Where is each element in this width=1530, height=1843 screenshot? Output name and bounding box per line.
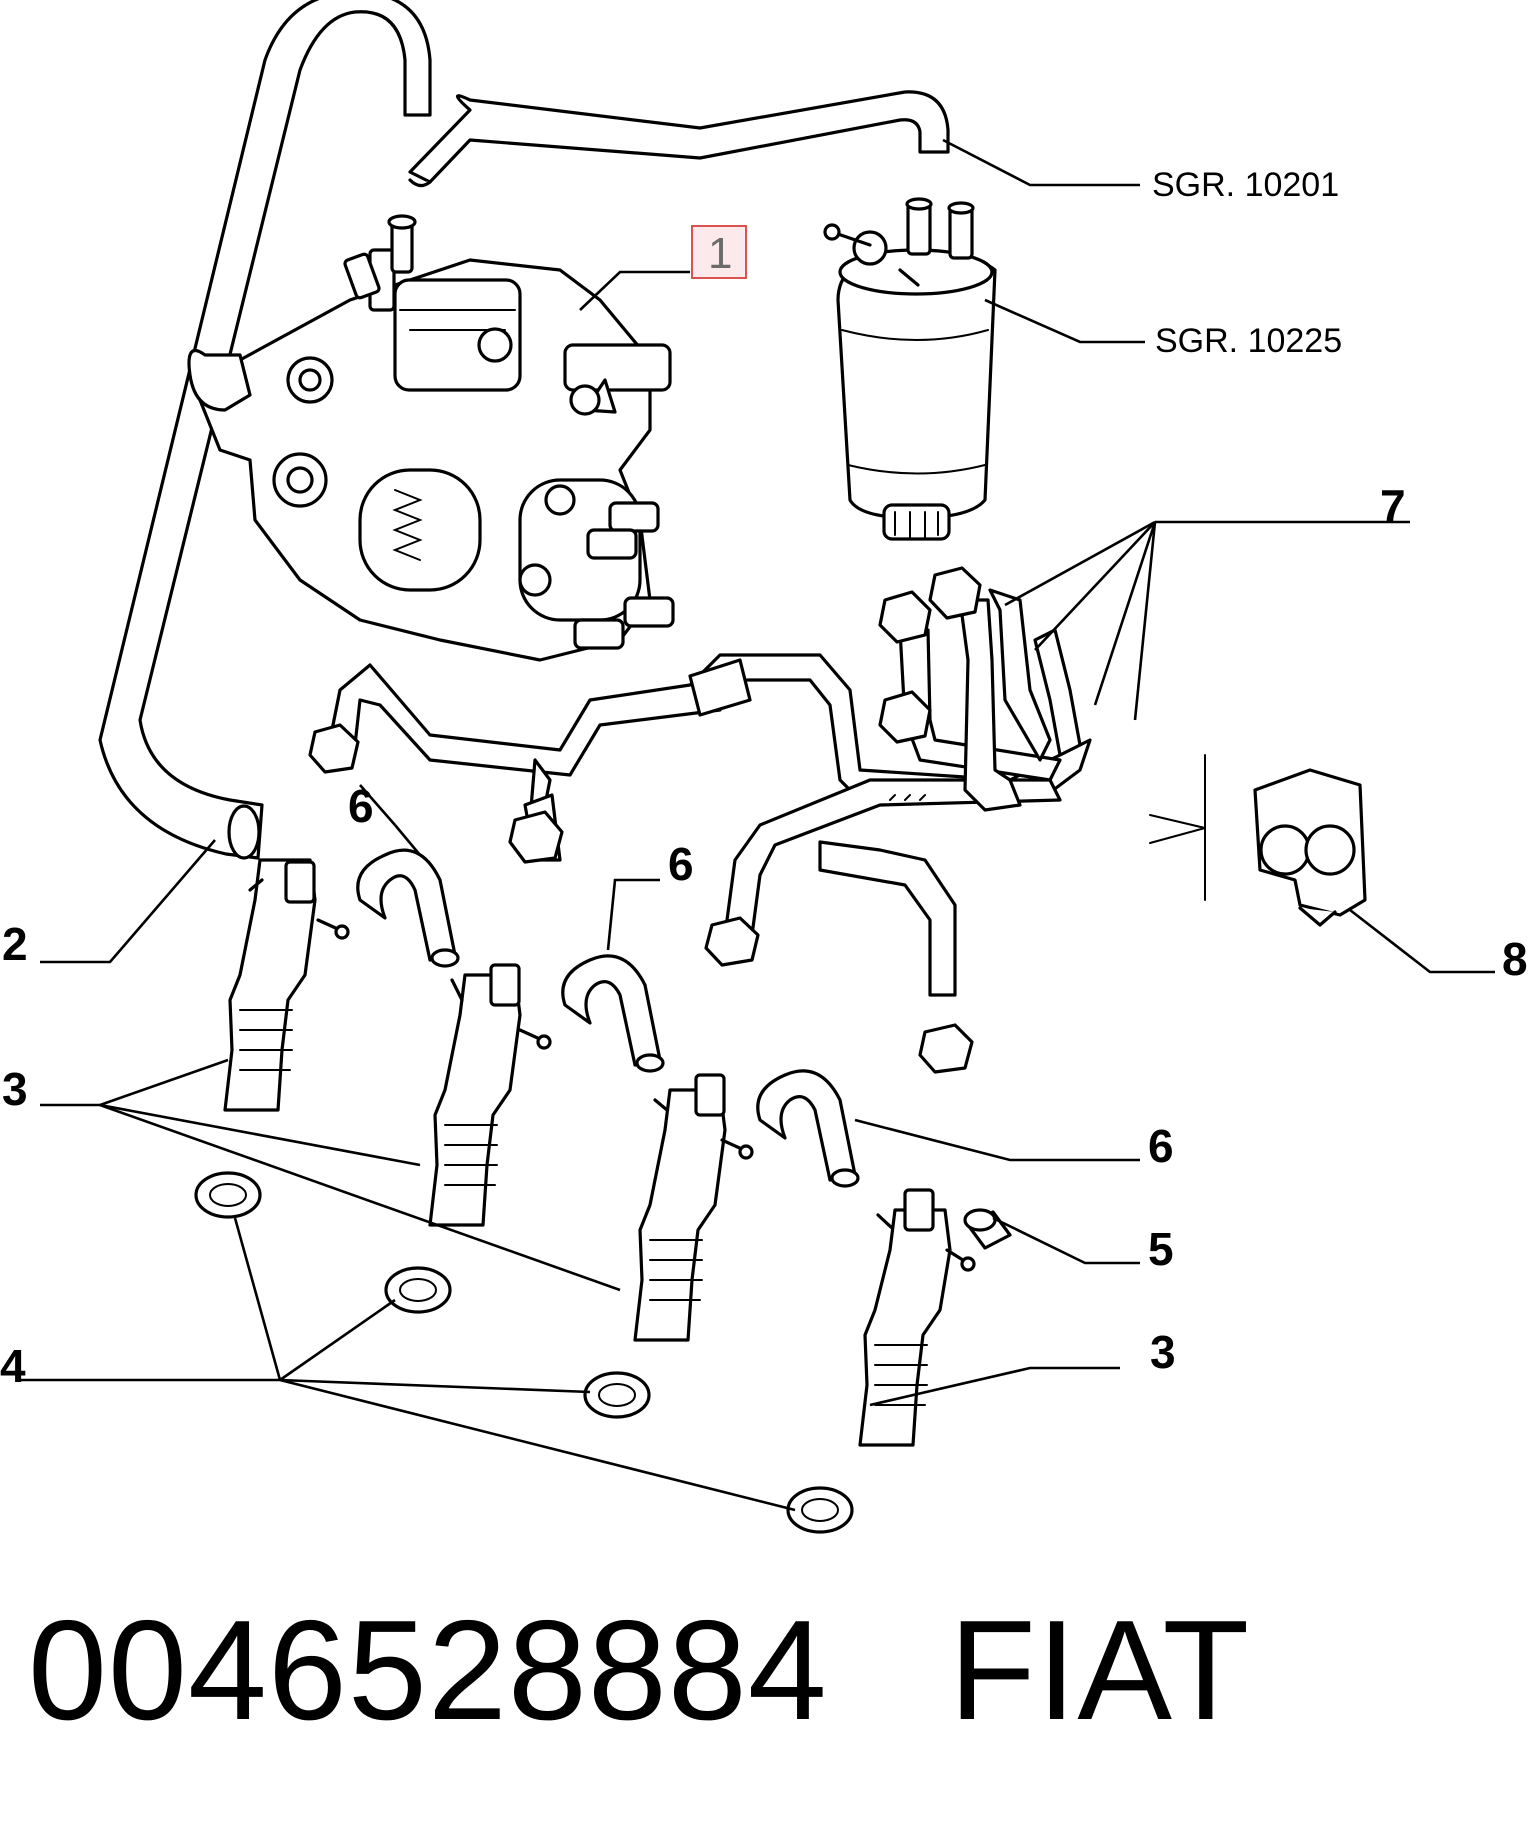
callout-6c: 6 <box>1148 1120 1174 1172</box>
callout-4: 4 <box>0 1340 26 1392</box>
leak-off-hose-1 <box>356 848 460 968</box>
callout-6a: 6 <box>348 780 374 832</box>
leader-lines <box>20 138 1495 1512</box>
callout-7: 7 <box>1380 480 1406 532</box>
pipe-clip <box>1149 754 1367 927</box>
callout-8: 8 <box>1502 933 1528 985</box>
leak-off-hose-3 <box>756 1069 860 1188</box>
callout-5: 5 <box>1148 1223 1174 1275</box>
brand-name: FIAT <box>949 1591 1251 1750</box>
injection-pump <box>187 214 675 662</box>
high-pressure-pipes <box>308 566 1092 1074</box>
ref-sgr-10225: SGR. 10225 <box>1155 322 1342 360</box>
callout-6b: 6 <box>668 838 694 890</box>
callout-3a: 3 <box>2 1063 28 1115</box>
callout-labels: 1 2 3 3 4 5 6 6 6 7 8 <box>0 229 1528 1392</box>
injector-3 <box>633 1073 754 1342</box>
part-number: 0046528884 <box>28 1591 828 1750</box>
reference-labels: SGR. 10201 SGR. 10225 <box>1152 166 1342 360</box>
top-hose <box>408 90 950 188</box>
washers <box>194 1171 854 1534</box>
injector-2 <box>428 963 552 1227</box>
footer-caption: 0046528884 FIAT <box>28 1600 1250 1742</box>
callout-1: 1 <box>708 229 732 278</box>
return-hose <box>98 0 432 860</box>
ref-sgr-10201: SGR. 10201 <box>1152 166 1339 204</box>
fuel-filter <box>823 197 997 541</box>
callout-3b: 3 <box>1150 1326 1176 1378</box>
cap <box>963 1208 1012 1250</box>
leak-off-hose-2 <box>561 954 665 1073</box>
highlight-box <box>691 225 747 279</box>
injector-1 <box>223 858 350 1112</box>
callout-2: 2 <box>2 918 28 970</box>
injector-4 <box>858 1188 976 1447</box>
